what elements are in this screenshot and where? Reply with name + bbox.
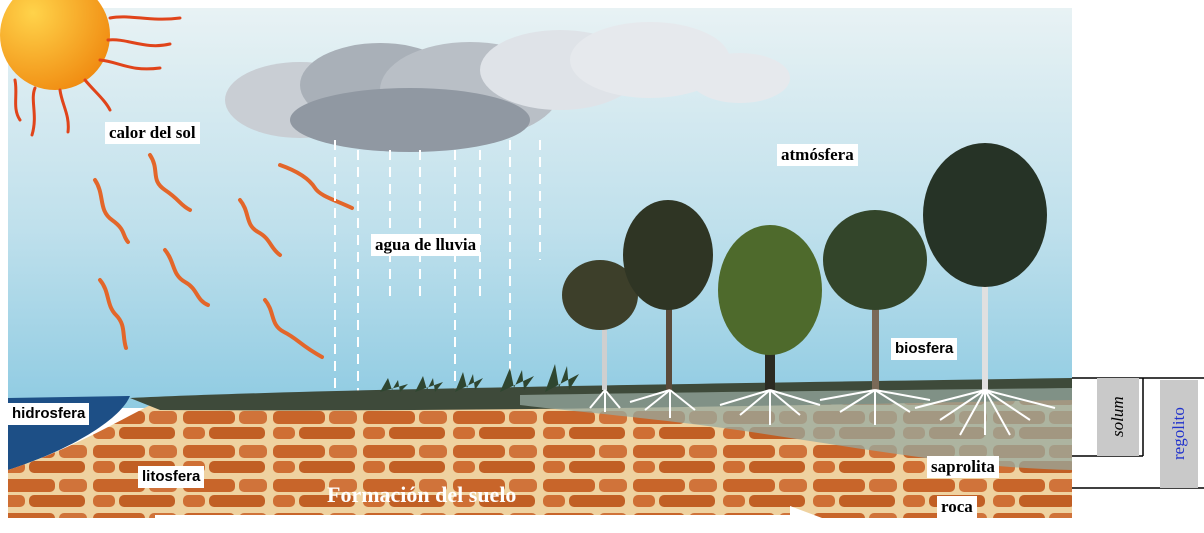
soil-formation-arrow	[155, 506, 822, 530]
label-biosphere: biosfera	[891, 338, 958, 360]
heat-rays	[93, 153, 354, 359]
trees	[562, 143, 1047, 390]
label-lithosphere: litosfera	[138, 466, 205, 488]
label-saprolite: saprolita	[927, 456, 999, 478]
small-plants	[380, 364, 579, 392]
label-sun-heat: calor del sol	[105, 122, 200, 144]
label-solum: solum	[1097, 378, 1139, 456]
soil-roots-zone	[520, 388, 1072, 470]
rain-lines	[334, 140, 541, 395]
label-rain: agua de lluvia	[371, 234, 481, 256]
label-soil-formation: Formación del suelo	[327, 482, 517, 507]
label-hydrosphere: hidrosfera	[8, 403, 90, 425]
sun-icon	[0, 0, 182, 137]
label-atmosphere: atmósfera	[777, 144, 858, 166]
label-rock: roca	[937, 496, 977, 518]
tree-roots	[589, 389, 1056, 436]
rain-cloud	[225, 22, 790, 152]
label-regolith: regolito	[1160, 380, 1198, 488]
